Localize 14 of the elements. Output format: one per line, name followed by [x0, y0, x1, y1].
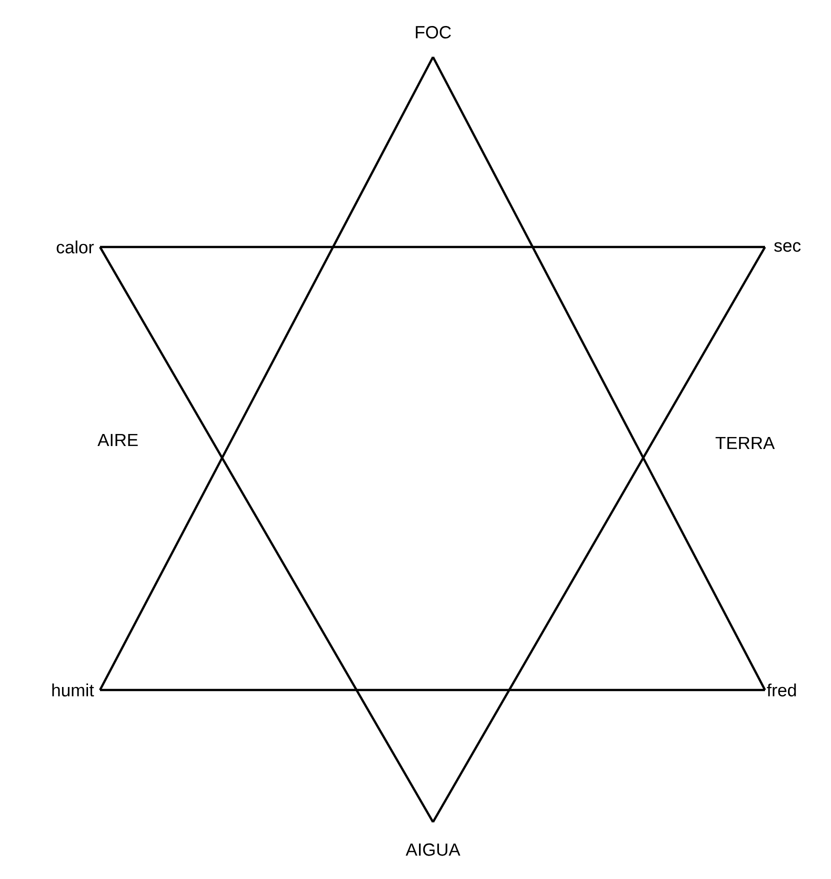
line [432, 56, 766, 691]
element-label: AIRE [98, 434, 138, 446]
line [100, 688, 765, 692]
vertex-label: calor [56, 240, 94, 254]
line [100, 246, 765, 248]
element-label: TERRA [716, 436, 775, 450]
vertex-label: AIGUA [406, 843, 460, 856]
vertex-label: sec [774, 242, 801, 252]
line [432, 246, 766, 823]
vertex-label: FOC [416, 26, 451, 38]
vertex-label: humit [52, 684, 94, 696]
vertex-label: fred [766, 684, 796, 696]
line [99, 246, 434, 823]
line [99, 56, 434, 691]
